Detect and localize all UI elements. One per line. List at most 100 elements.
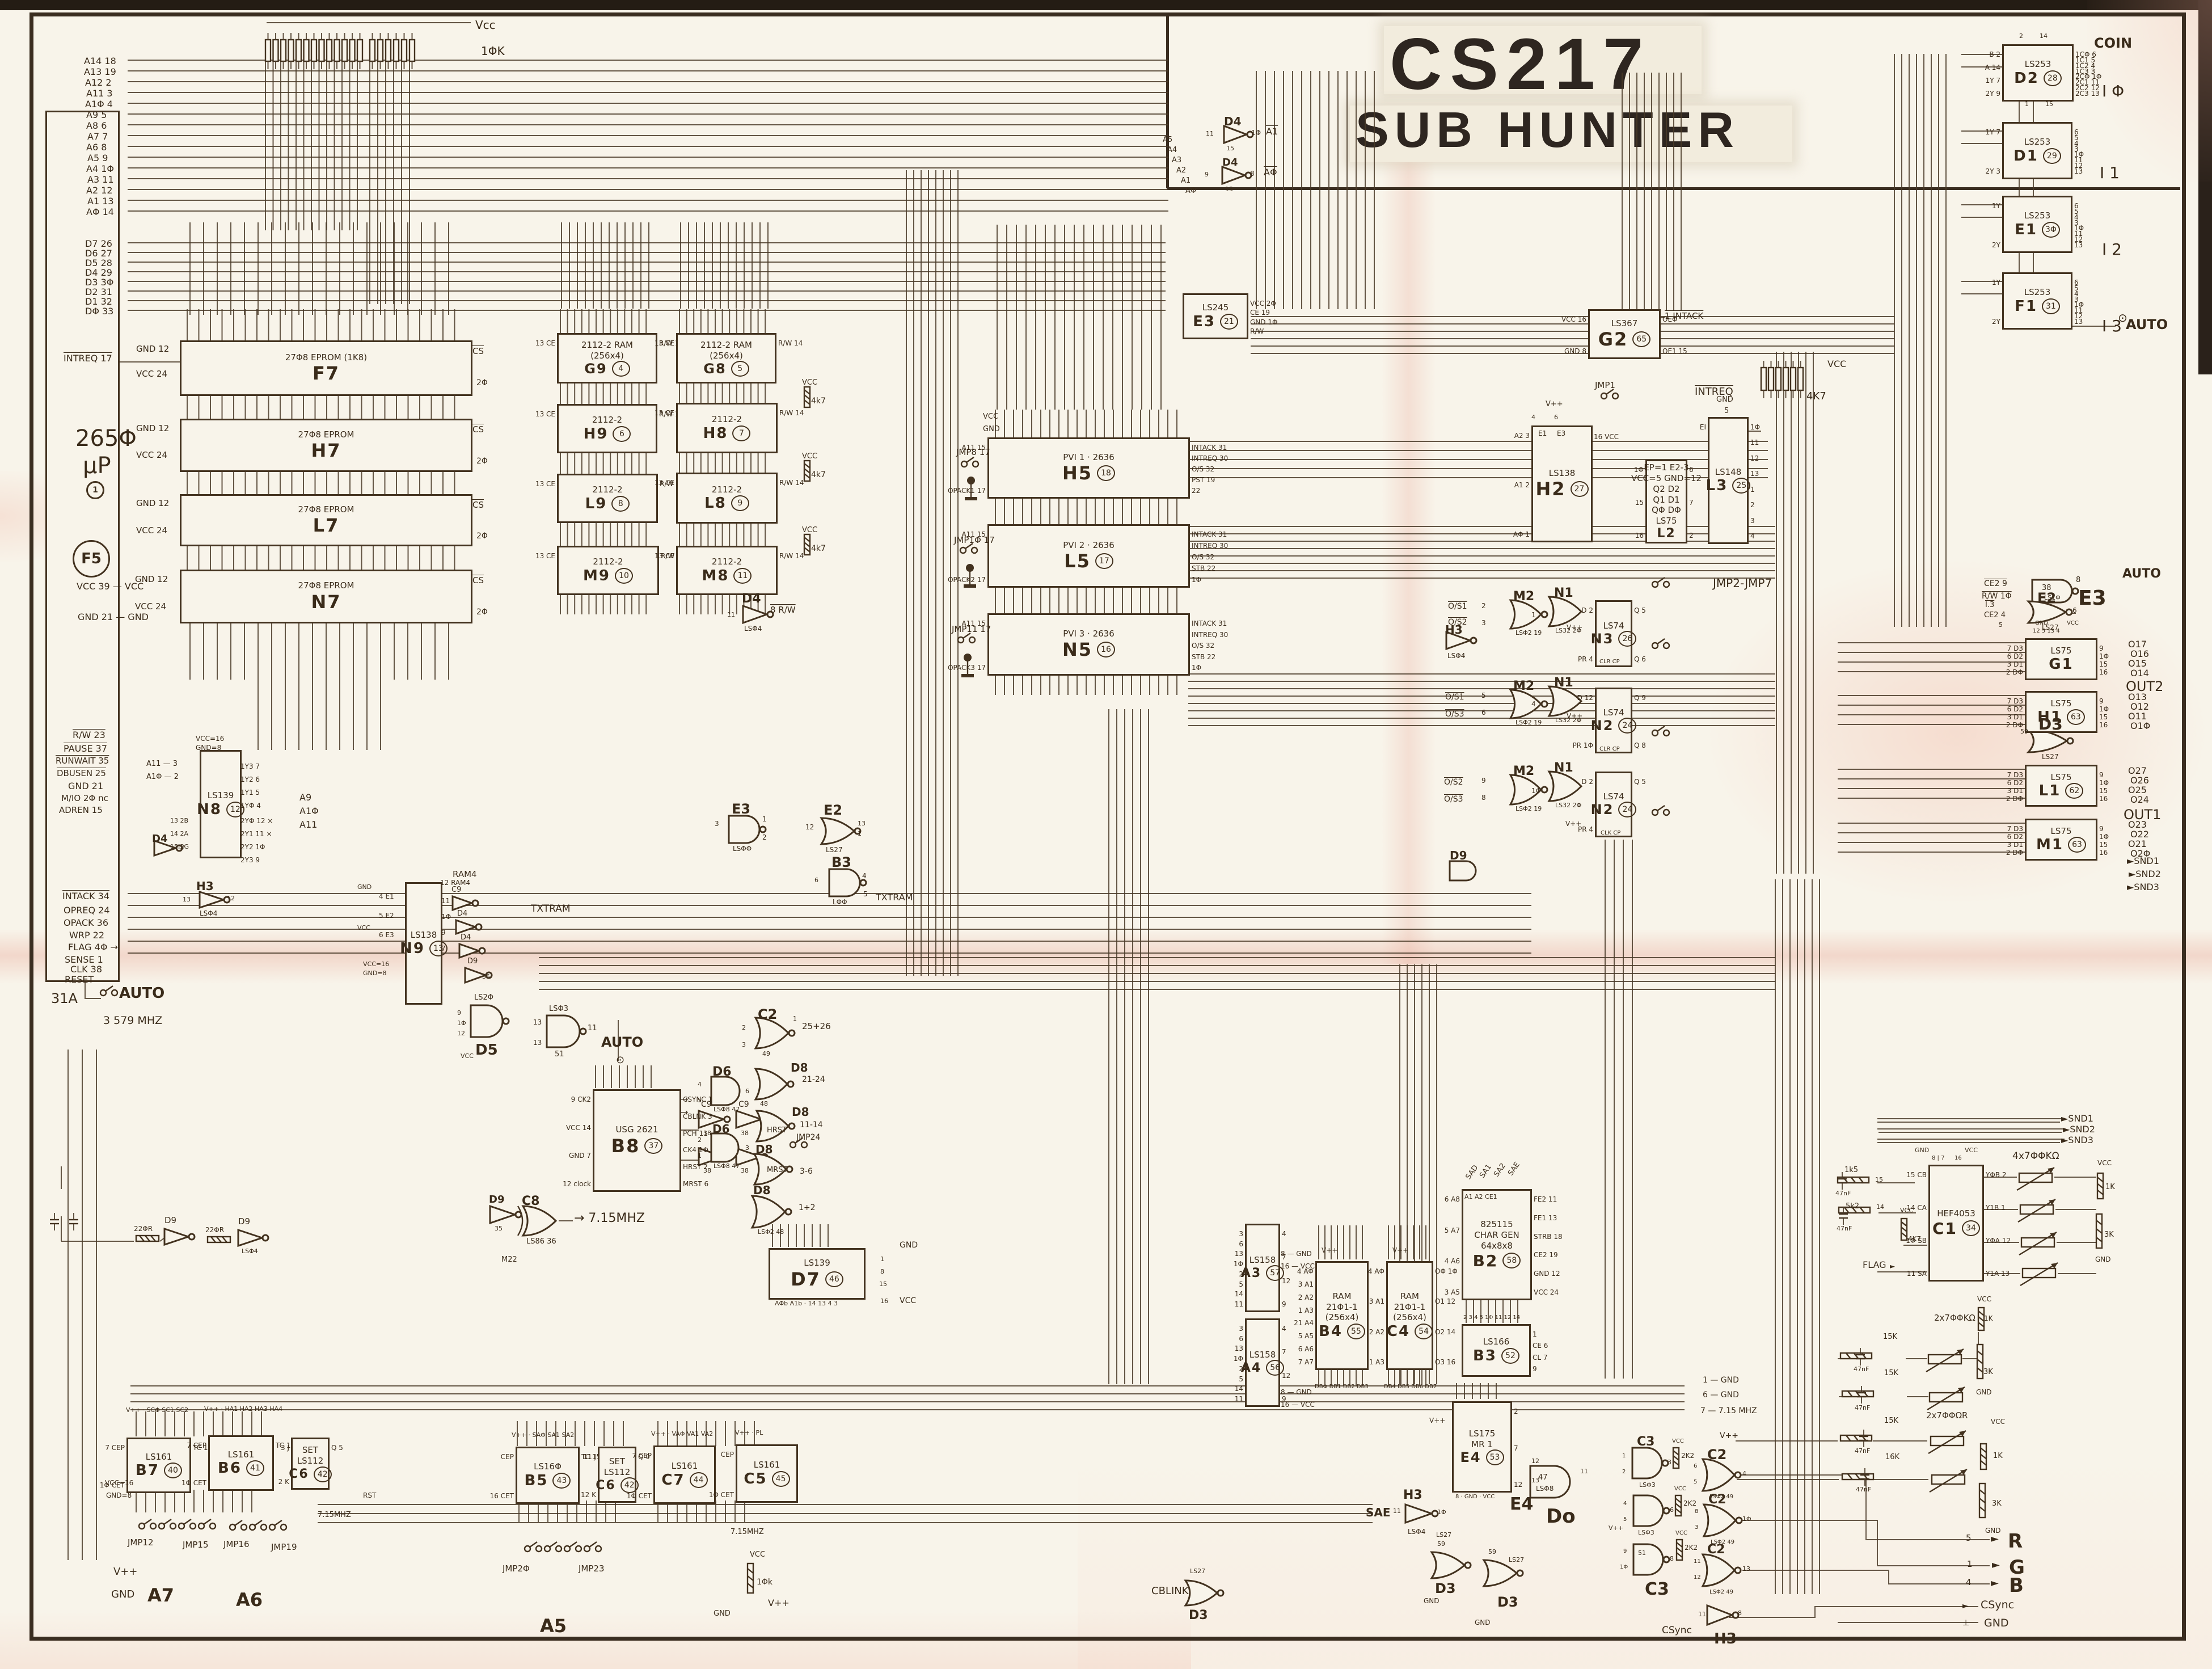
label: HRST: [767, 1126, 787, 1135]
label: LSΦ4: [1408, 1528, 1426, 1536]
gate-nor: [1509, 599, 1543, 630]
label: O26: [2130, 775, 2149, 786]
label: 3: [745, 1144, 749, 1152]
trimmer-pot: [2019, 1204, 2054, 1215]
label: 47nF: [1835, 1190, 1851, 1197]
label: B: [2009, 1574, 2024, 1597]
label: JMP15: [183, 1540, 209, 1550]
chip-pin: 13 CE: [654, 409, 674, 417]
chip-part-label: LS158: [1249, 1349, 1276, 1360]
chip-pin: 3: [1239, 1230, 1243, 1238]
label: 25+26: [802, 1021, 831, 1031]
label: VCC=16: [196, 735, 225, 743]
label: V++: [1720, 1431, 1739, 1440]
label: 16: [1955, 1155, 1962, 1161]
chip-number: 37: [644, 1137, 663, 1154]
resistor-pack-element: [377, 39, 384, 62]
chip-pin: 15: [2099, 787, 2108, 795]
label: GND=8: [196, 744, 222, 752]
label: 38: [703, 1167, 711, 1174]
chip-pin: CBLNK 3: [683, 1112, 712, 1120]
label: M2: [1513, 764, 1535, 778]
label: 11: [1580, 1468, 1588, 1475]
chip-pin: CL 7: [1533, 1353, 1548, 1362]
label: JMP1: [1595, 380, 1615, 390]
chip-ref: L1: [2038, 782, 2061, 800]
chip-pin: 9: [1282, 1395, 1286, 1403]
label: C2: [1707, 1447, 1727, 1463]
chip-number: 34: [1962, 1220, 1981, 1237]
label: 1K: [1993, 1452, 2003, 1460]
label: INTACK 34: [62, 891, 109, 901]
chip-pin: 3 D1: [2007, 787, 2023, 795]
label: LS27: [2042, 623, 2059, 631]
chip-part-label: LS74: [1603, 791, 1624, 802]
label: LS32 2Φ: [1555, 717, 1582, 724]
label: TXTRAM: [531, 903, 571, 914]
label: N1: [1554, 586, 1573, 600]
chip-pin: 13: [2074, 241, 2083, 249]
chip-part-label: LS139: [804, 1258, 830, 1268]
chip-pin: 6 D2: [2007, 705, 2023, 713]
chip-pin: FE2 11: [1534, 1195, 1557, 1203]
chip-part-label: LS75: [2050, 825, 2072, 836]
label: 15: [1225, 186, 1233, 193]
label: 8: [1670, 1555, 1674, 1562]
label: O21: [2128, 838, 2147, 849]
chip-pin: EI: [1699, 423, 1706, 431]
label: 47: [1538, 1473, 1548, 1482]
label: D7 26: [85, 238, 112, 249]
chip-pin: CE2 19: [1534, 1251, 1558, 1259]
chip-pin: 2 DΦ: [2006, 721, 2023, 729]
label: 1: [2025, 100, 2029, 108]
label: 8 — GND: [1281, 1388, 1312, 1396]
label: V++ · SCΦ SC1 SC2: [126, 1406, 189, 1414]
chip-pin: R/W: [1250, 327, 1264, 335]
label: V++: [1392, 1246, 1409, 1254]
chip-pin: 15 CB: [1906, 1171, 1927, 1179]
chip-pin: 5: [2074, 284, 2079, 292]
label: LS32 2Φ: [1555, 627, 1582, 634]
chip-pin: 3 D1: [2007, 660, 2023, 668]
chip-pin: 13: [1234, 1345, 1243, 1353]
gate-nor: [1509, 774, 1543, 806]
chip-pin: 4: [2074, 213, 2079, 221]
label: RESET: [65, 974, 94, 985]
label: VCC: [357, 924, 370, 932]
chip-pin: VCC 2Φ: [1250, 300, 1276, 307]
label: SAE: [1366, 1506, 1391, 1519]
chip-pin: 3: [2074, 295, 2079, 304]
label: 14: [2040, 32, 2048, 40]
label: GND: [983, 425, 1000, 433]
chip-ref: N3: [1590, 631, 1614, 647]
chip-pin: A11 15: [961, 619, 986, 627]
label: 8 R/W: [770, 605, 796, 615]
label: 4: [1966, 1577, 1972, 1587]
chip-pin: 13 CE: [535, 480, 555, 488]
chip-pin: VCC 16: [1561, 315, 1586, 323]
label: DB4 DB5 DB6 DB7: [1384, 1384, 1437, 1390]
gate-inv: [163, 1227, 191, 1246]
label: V++: [113, 1566, 138, 1578]
label: FLAG 4Φ →: [68, 942, 118, 952]
label: E4: [1510, 1494, 1534, 1514]
chip-pin: 1Φ CET: [99, 1481, 125, 1489]
chip-f7: 27Φ8 EPROM (1K8)F7: [180, 340, 472, 396]
label: C2: [1708, 1493, 1726, 1507]
label: 2 3 4 5 1Φ 11 12 14: [1463, 1314, 1521, 1321]
label: H3: [196, 879, 214, 893]
label: O15: [2128, 658, 2147, 669]
label: 5: [698, 1097, 702, 1104]
label: D4: [1224, 115, 1242, 128]
label: 3: [1481, 619, 1486, 627]
chip-part-label: LS16Φ: [534, 1461, 562, 1472]
jumper: [959, 546, 967, 554]
chip-ref: N2: [1590, 802, 1614, 818]
chip-part-label: LS253: [2024, 59, 2051, 70]
